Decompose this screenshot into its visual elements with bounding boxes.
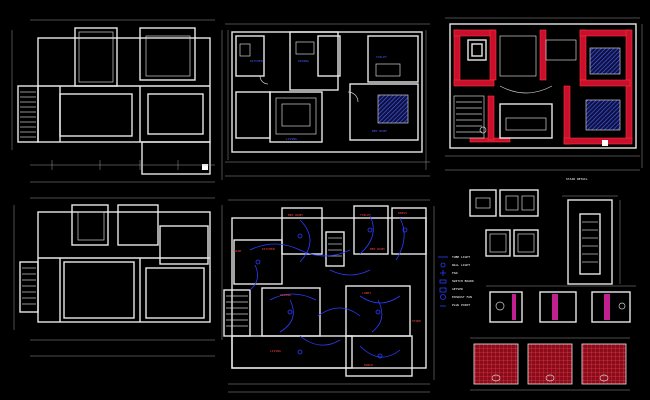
svg-text:TOILET: TOILET: [376, 55, 387, 59]
colored-wall-plan: [445, 17, 643, 171]
svg-text:LIVING: LIVING: [286, 137, 297, 141]
legend-item: SWITCH BOARD: [452, 279, 474, 283]
furniture-plan: KITCHEN DINING TOILET LIVING BED ROOM: [225, 23, 430, 177]
legend-item: PLUG POINT: [452, 303, 470, 307]
structural-plan-ground: [11, 19, 223, 183]
svg-text:BED ROOM: BED ROOM: [372, 129, 387, 133]
legend-item: TUBE LIGHT: [452, 255, 470, 259]
svg-text:STORE: STORE: [412, 319, 421, 323]
toilet-details: [469, 189, 636, 391]
legend-item: GEYSER: [452, 287, 463, 291]
svg-text:LIVING: LIVING: [270, 349, 281, 353]
svg-text:DINING: DINING: [280, 293, 291, 297]
legend-item: WALL LIGHT: [452, 263, 470, 267]
structural-plan-first: [13, 197, 223, 357]
svg-text:BED ROOM: BED ROOM: [288, 213, 303, 217]
svg-text:WASH: WASH: [234, 249, 241, 253]
electrical-legend: TUBE LIGHT WALL LIGHT FAN SWITCH BOARD G…: [438, 255, 474, 307]
legend-item: EXHAUST FAN: [452, 295, 472, 299]
stair-detail: STAIR DETAIL: [562, 177, 621, 285]
svg-text:LOBBY: LOBBY: [362, 291, 371, 295]
svg-text:PORCH: PORCH: [364, 363, 373, 367]
stair-detail-title: STAIR DETAIL: [566, 177, 588, 181]
legend-item: FAN: [452, 271, 458, 275]
electrical-plan: BED ROOM TOILET DRESS KITCHEN BED ROOM D…: [223, 199, 435, 393]
svg-text:KITCHEN: KITCHEN: [262, 247, 275, 251]
svg-text:DRESS: DRESS: [398, 211, 407, 215]
svg-text:DINING: DINING: [298, 59, 309, 63]
svg-text:KITCHEN: KITCHEN: [250, 59, 263, 63]
svg-text:TOILET: TOILET: [360, 213, 371, 217]
svg-text:BED ROOM: BED ROOM: [370, 247, 385, 251]
